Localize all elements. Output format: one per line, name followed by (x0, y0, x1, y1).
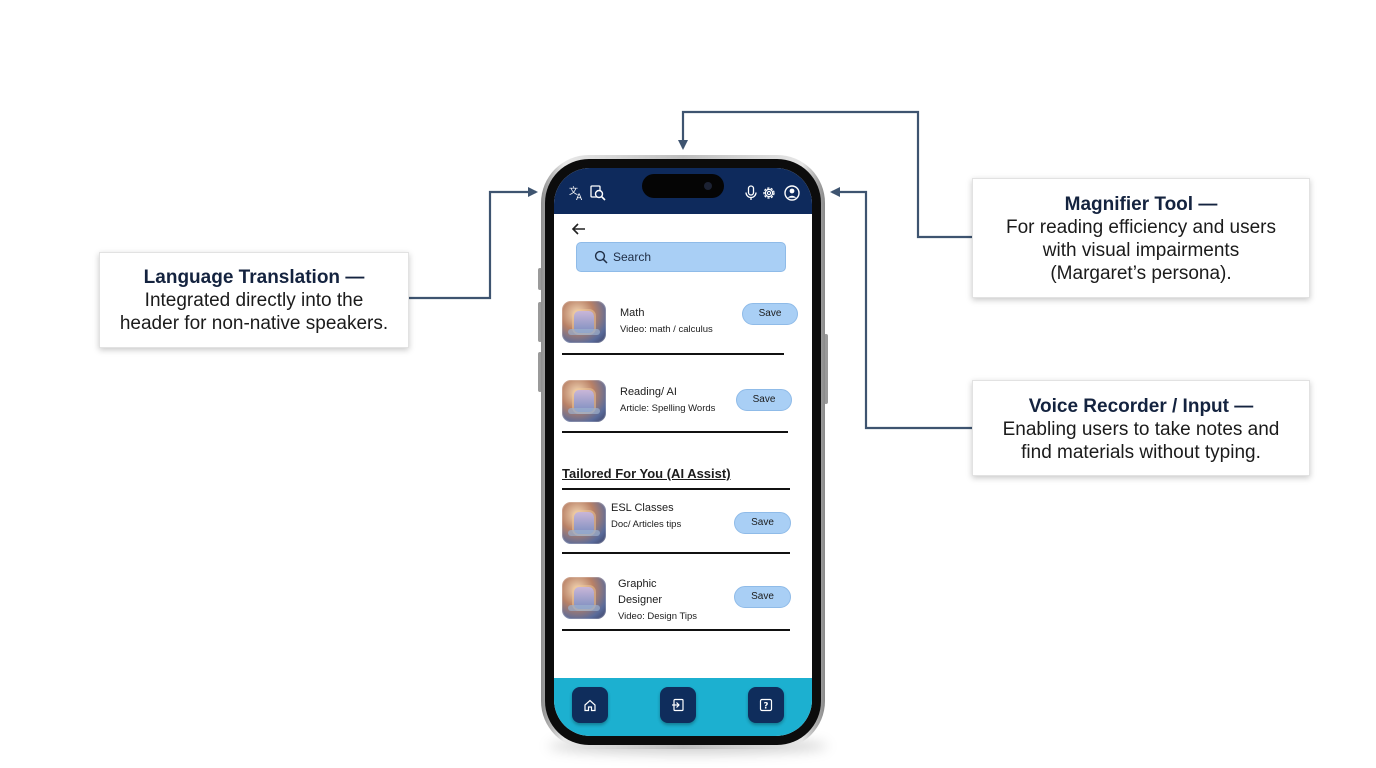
item-title: Designer (618, 594, 663, 606)
svg-text:A: A (576, 193, 583, 202)
item-thumbnail (562, 380, 606, 422)
bottom-nav: ? (554, 678, 812, 736)
callout-text: Enabling users to take notes and (1002, 419, 1280, 440)
language-translation-callout: Language Translation — Integrated direct… (99, 252, 409, 348)
divider (562, 629, 790, 631)
phone-frame: 文 A (541, 155, 825, 749)
callout-title: Voice Recorder / Input — (1028, 396, 1254, 417)
microphone-icon[interactable] (742, 184, 760, 202)
save-button[interactable]: Save (742, 303, 798, 325)
item-title: Math (620, 307, 645, 319)
app-header: 文 A (554, 168, 812, 214)
item-title: ESL Classes (611, 502, 674, 514)
search-input[interactable]: Search (576, 242, 786, 272)
section-title: Tailored For You (AI Assist) (562, 466, 731, 481)
divider (562, 552, 790, 554)
search-icon (594, 250, 608, 264)
svg-text:文: 文 (569, 185, 578, 197)
callout-title: Language Translation — (143, 267, 365, 288)
magnifier-connector (678, 110, 972, 239)
divider (562, 488, 790, 490)
home-icon (584, 699, 596, 712)
save-button[interactable]: Save (734, 586, 791, 608)
voice-connector (830, 187, 972, 430)
divider (562, 431, 788, 433)
magnifier-tool-callout: Magnifier Tool — For reading efficiency … (972, 178, 1310, 298)
item-subtitle: Video: Design Tips (618, 611, 698, 622)
search-placeholder: Search (613, 250, 652, 264)
callout-text: Integrated directly into the (144, 290, 364, 311)
item-subtitle: Video: math / calculus (620, 324, 713, 335)
item-title: Reading/ AI (620, 386, 677, 398)
power-button (824, 334, 828, 404)
item-thumbnail (562, 577, 606, 619)
save-button[interactable]: Save (734, 512, 791, 534)
volume-button (538, 302, 542, 342)
phone-bezel: 文 A (545, 159, 821, 745)
dynamic-island (642, 174, 724, 198)
volume-button (538, 352, 542, 392)
nav-login-button[interactable] (660, 687, 696, 723)
save-button[interactable]: Save (736, 389, 792, 411)
voice-recorder-callout: Voice Recorder / Input — Enabling users … (972, 380, 1310, 476)
callout-text: (Margaret’s persona). (1050, 263, 1232, 284)
item-subtitle: Article: Spelling Words (620, 403, 716, 414)
item-subtitle: Doc/ Articles tips (611, 519, 682, 530)
svg-text:?: ? (764, 702, 769, 712)
item-thumbnail (562, 301, 606, 343)
side-button (538, 268, 542, 290)
help-icon: ? (759, 698, 773, 712)
callout-text: find materials without typing. (1021, 442, 1261, 463)
item-title: Graphic (618, 578, 657, 590)
nav-home-button[interactable] (572, 687, 608, 723)
back-arrow-icon[interactable] (570, 220, 588, 238)
account-icon[interactable] (783, 184, 801, 202)
callout-title: Magnifier Tool — (1064, 194, 1218, 215)
nav-help-button[interactable]: ? (748, 687, 784, 723)
camera-icon (704, 182, 712, 190)
translate-icon[interactable]: 文 A (568, 184, 586, 202)
phone-screen: 文 A (554, 168, 812, 736)
language-connector (409, 187, 538, 300)
divider (562, 353, 784, 355)
gear-icon[interactable] (760, 184, 778, 202)
magnifier-icon[interactable] (589, 184, 607, 202)
callout-text: with visual impairments (1042, 240, 1240, 261)
callout-text: header for non-native speakers. (119, 313, 389, 334)
login-icon (672, 698, 684, 712)
item-thumbnail (562, 502, 606, 544)
callout-text: For reading efficiency and users (1005, 217, 1277, 238)
